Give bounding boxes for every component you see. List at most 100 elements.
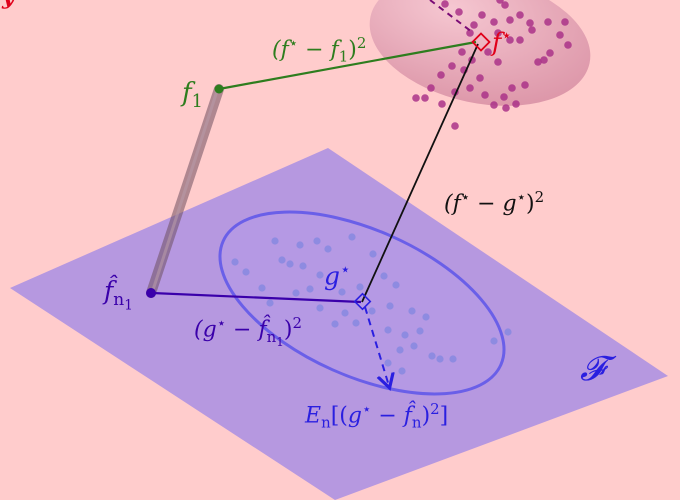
- outer-sample-point: [502, 104, 510, 112]
- inner-sample-point: [292, 289, 300, 297]
- outer-sample-point: [466, 29, 474, 37]
- outer-sample-point: [496, 0, 504, 4]
- outer-sample-point: [451, 122, 459, 130]
- inner-sample-point: [416, 327, 424, 335]
- inner-sample-point: [242, 268, 250, 276]
- outer-sample-point: [506, 16, 514, 24]
- outer-sample-point: [466, 84, 474, 92]
- outer-sample-point: [546, 49, 554, 57]
- fhat-point: [146, 288, 156, 298]
- gstar-diamond: [353, 292, 372, 311]
- outer-sample-point: [526, 19, 534, 27]
- f1-point: [214, 84, 224, 94]
- outer-sample-point: [544, 18, 552, 26]
- outer-sample-point: [521, 81, 529, 89]
- inner-sample-point: [316, 304, 324, 312]
- inner-sample-point: [410, 342, 418, 350]
- inner-sample-point: [296, 241, 304, 249]
- outer-sample-point: [437, 71, 445, 79]
- inner-sample-point: [266, 299, 274, 307]
- inner-sample-point: [324, 245, 332, 253]
- inner-sample-point: [348, 233, 356, 241]
- outer-sample-point: [506, 36, 514, 44]
- inner-sample-point: [316, 271, 324, 279]
- inner-sample-point: [341, 309, 349, 317]
- inner-sample-point: [449, 355, 457, 363]
- inner-sample-point: [490, 337, 498, 345]
- inner-sample-point: [408, 307, 416, 315]
- label-hypothesis-space: 𝓕: [580, 349, 606, 389]
- inner-sample-point: [299, 262, 307, 270]
- outer-sample-point: [490, 18, 498, 26]
- outer-sample-point: [516, 36, 524, 44]
- inner-sample-point: [231, 258, 239, 266]
- inner-sample-point: [271, 237, 279, 245]
- inner-sample-point: [258, 284, 266, 292]
- outer-sample-point: [501, 1, 509, 9]
- inner-sample-point: [313, 237, 321, 245]
- inner-sample-point: [396, 346, 404, 354]
- outer-sample-point: [438, 100, 446, 108]
- fstar-diamond: [471, 32, 491, 52]
- inner-sample-point: [380, 272, 388, 280]
- inner-sample-point: [384, 359, 392, 367]
- outer-sample-point: [512, 100, 520, 108]
- inner-sample-point: [352, 319, 360, 327]
- inner-sample-point: [369, 250, 377, 258]
- inner-sample-point: [436, 355, 444, 363]
- inner-sample-point: [401, 331, 409, 339]
- outer-sample-point: [508, 84, 516, 92]
- outer-sample-point: [494, 58, 502, 66]
- outer-sample-point: [455, 8, 463, 16]
- top-dashed-line: [429, 0, 473, 33]
- outer-sample-point: [528, 26, 536, 34]
- label-fstar: f⋆: [492, 26, 512, 57]
- label-fhat: f̂n1: [104, 276, 133, 314]
- truth-ellipse: [369, 0, 591, 106]
- outer-sample-point: [481, 91, 489, 99]
- outer-sample-point: [494, 29, 502, 37]
- inner-sample-point: [331, 320, 339, 328]
- inner-sample-point: [286, 260, 294, 268]
- inner-sample-point: [422, 313, 430, 321]
- label-f1: f1: [182, 78, 203, 113]
- inner-sample-point: [278, 256, 286, 264]
- label-edge-fhat-gstar: (g⋆ − f̂n1)2: [194, 314, 302, 349]
- inner-sample-point: [386, 302, 394, 310]
- label-edge-fstar-gstar: (f⋆ − g⋆)2: [444, 188, 545, 217]
- inner-sample-points: [231, 233, 512, 375]
- edge-fstar-gstar: [361, 43, 479, 303]
- clipped-corner-glyph: y: [1, 0, 17, 10]
- outer-sample-point: [441, 0, 449, 8]
- inner-sample-point: [306, 285, 314, 293]
- outer-sample-point: [478, 11, 486, 19]
- inner-sample-point: [428, 352, 436, 360]
- projection-bar-highlight: [151, 90, 219, 291]
- outer-sample-point: [564, 41, 572, 49]
- label-gstar: g⋆: [324, 260, 351, 291]
- outer-sample-point: [540, 56, 548, 64]
- label-expectation: En[(g⋆ − f̂n)2]: [305, 400, 449, 432]
- label-edge-f1-fstar: (f⋆ − f1)2: [272, 34, 367, 66]
- outer-sample-point: [500, 93, 508, 101]
- inner-sample-point: [504, 328, 512, 336]
- inner-sample-point: [384, 326, 392, 334]
- outer-sample-point: [490, 101, 498, 109]
- edge-fhat-gstar: [151, 291, 362, 304]
- outer-sample-point: [484, 48, 492, 56]
- outer-sample-point: [470, 21, 478, 29]
- outer-sample-point: [421, 94, 429, 102]
- outer-sample-points: [412, 0, 572, 130]
- outer-sample-point: [534, 58, 542, 66]
- edge-f1-fstar: [218, 40, 477, 91]
- outer-sample-point: [476, 74, 484, 82]
- outer-sample-point: [561, 18, 569, 26]
- inner-sample-point: [392, 281, 400, 289]
- outer-sample-point: [458, 48, 466, 56]
- inner-sample-point: [398, 367, 406, 375]
- outer-sample-point: [556, 31, 564, 39]
- inner-sample-point: [368, 307, 376, 315]
- inner-sample-point: [356, 283, 364, 291]
